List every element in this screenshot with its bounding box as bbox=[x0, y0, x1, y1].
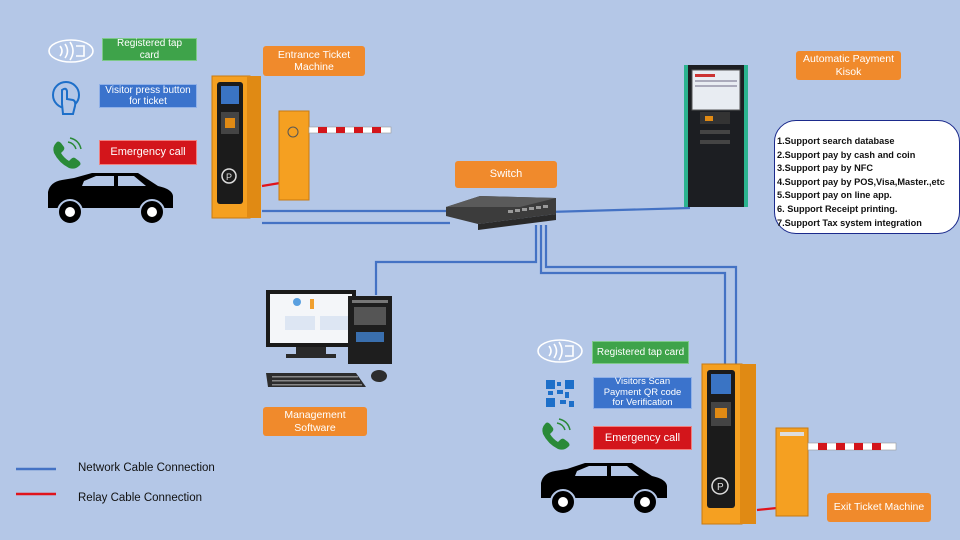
management-software-label: Management Software bbox=[263, 407, 367, 436]
kiosk-feature: 5.Support pay on line app. bbox=[777, 190, 892, 201]
network-line-kiosk bbox=[547, 206, 691, 214]
kiosk-feature: 6. Support Receipt printing. bbox=[777, 203, 898, 214]
exit-machine-label: Exit Ticket Machine bbox=[827, 493, 931, 522]
entrance-emergency-label: Emergency call bbox=[99, 140, 197, 165]
payment-kiosk-label: Automatic Payment Kisok bbox=[796, 51, 901, 80]
exit-qr-scan-label: Visitors Scan Payment QR code for Verifi… bbox=[593, 376, 692, 409]
legend-relay-label: Relay Cable Connection bbox=[78, 492, 203, 504]
exit-tap-card-label: Registered tap card bbox=[592, 341, 689, 364]
network-line-exit-1 bbox=[539, 225, 727, 365]
legend-network-label: Network Cable Connection bbox=[78, 462, 215, 474]
entrance-tap-card-label: Registered tap card bbox=[102, 38, 197, 61]
relay-line-entrance bbox=[261, 181, 281, 188]
switch-label: Switch bbox=[455, 161, 557, 188]
kiosk-feature: 4.Support pay by POS,Visa,Master.,etc bbox=[777, 176, 945, 187]
kiosk-feature: 7.Support Tax system integration bbox=[777, 217, 922, 228]
kiosk-feature-list: 1.Support search database 2.Support pay … bbox=[774, 120, 960, 234]
exit-emergency-label: Emergency call bbox=[593, 426, 692, 450]
kiosk-feature: 3.Support pay by NFC bbox=[777, 163, 873, 174]
kiosk-feature: 1.Support search database bbox=[777, 136, 895, 146]
relay-line-exit bbox=[756, 506, 778, 512]
network-line-exit-2 bbox=[544, 225, 738, 365]
kiosk-feature: 2.Support pay by cash and coin bbox=[777, 149, 916, 160]
entrance-press-button-label: Visitor press button for ticket bbox=[99, 84, 197, 108]
network-line-management bbox=[374, 225, 538, 295]
entrance-machine-label: Entrance Ticket Machine bbox=[263, 46, 365, 76]
